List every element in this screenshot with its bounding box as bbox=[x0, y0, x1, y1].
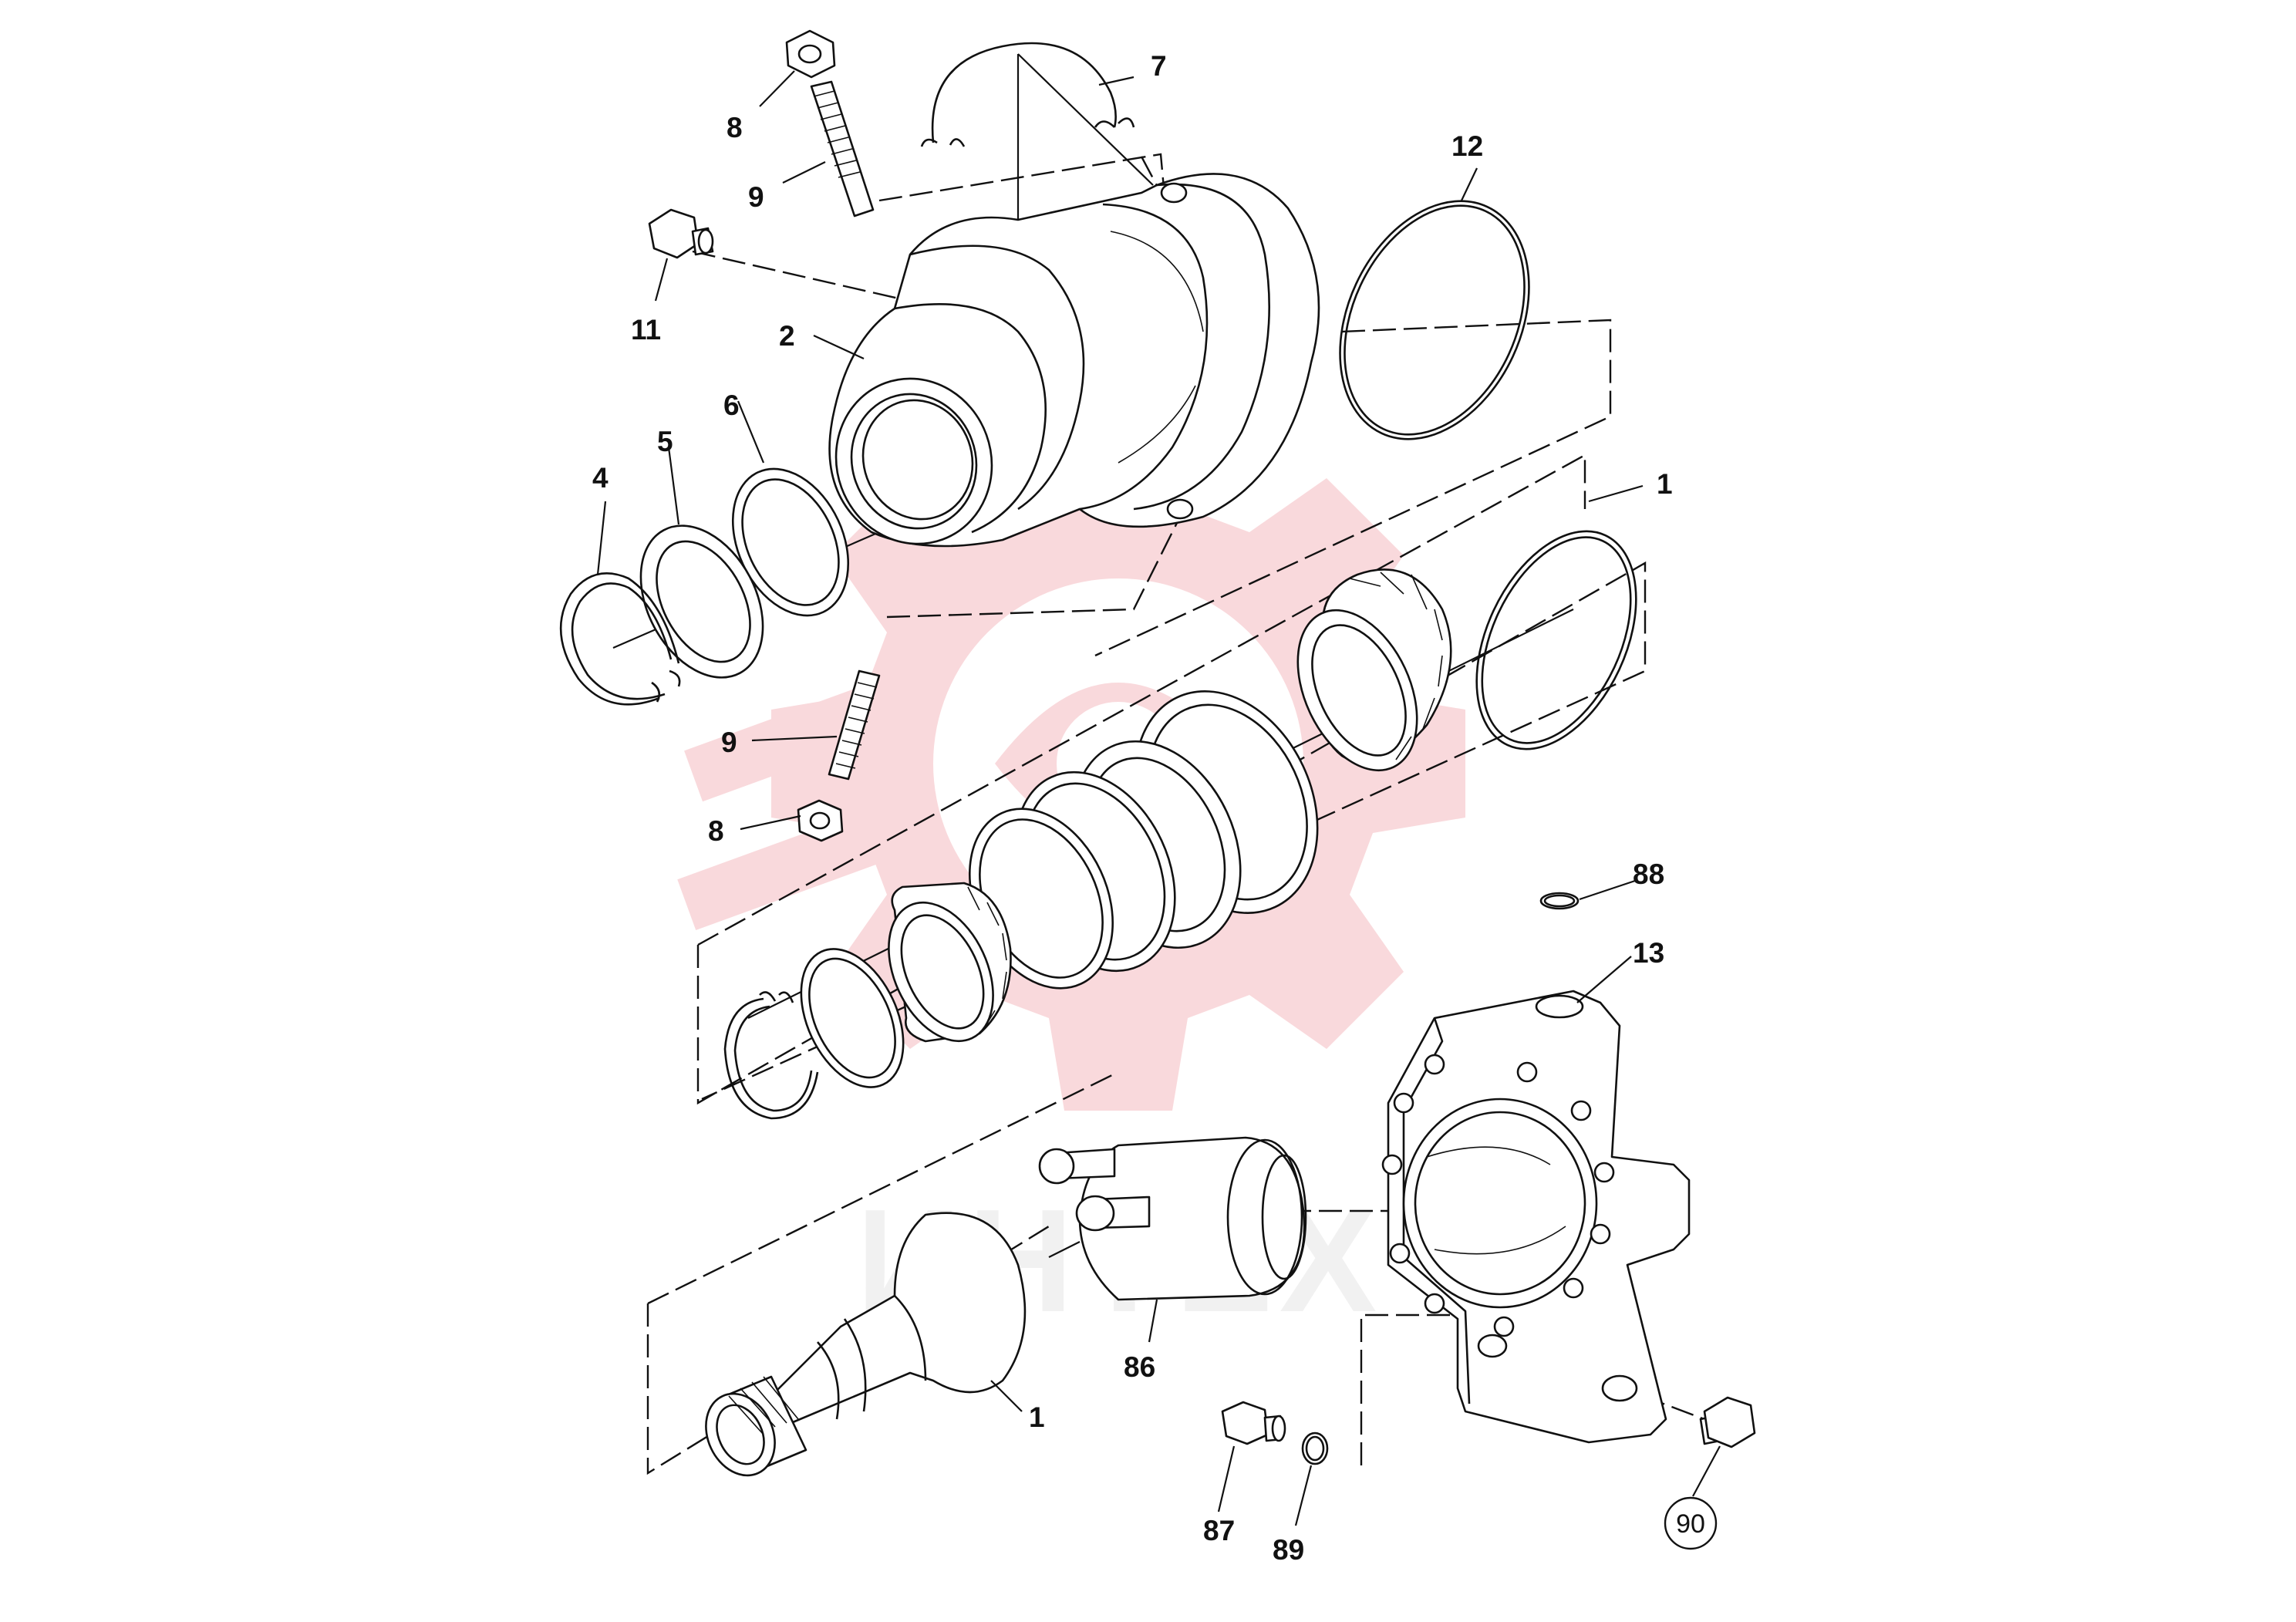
frame-upper-right bbox=[1094, 319, 1612, 657]
bearing-stack bbox=[723, 530, 1637, 1120]
leader-lines bbox=[596, 70, 1721, 1526]
callout-86: 86 bbox=[1124, 1351, 1155, 1383]
frame-middle-box bbox=[696, 561, 1647, 1105]
axis-pin bbox=[1048, 1241, 1081, 1258]
ring-middle-left bbox=[800, 948, 905, 1088]
callout-6: 6 bbox=[723, 389, 740, 421]
callout-88: 88 bbox=[1633, 858, 1664, 890]
plug-part-87 bbox=[1221, 1401, 1286, 1445]
leader-6 bbox=[737, 400, 765, 464]
leader-87 bbox=[1217, 1445, 1236, 1512]
leader-86 bbox=[1148, 1299, 1158, 1343]
axle-housing-part-13 bbox=[1381, 990, 1691, 1444]
wire-clip-part-7 bbox=[920, 42, 1135, 147]
leader-13 bbox=[1576, 956, 1632, 1003]
snap-ring-middle-left bbox=[723, 991, 819, 1120]
o-ring-part-89 bbox=[1301, 1431, 1329, 1465]
stud-part-9-bottom bbox=[828, 669, 881, 781]
washer-part-5 bbox=[639, 524, 764, 679]
leader-12 bbox=[1461, 167, 1478, 201]
plug-part-90 bbox=[1699, 1396, 1756, 1448]
callout-labels: 8 9 7 12 11 2 6 5 4 1 9 8 88 13 86 1 87 … bbox=[592, 50, 1718, 1566]
tapered-bearing-right bbox=[1296, 568, 1452, 772]
leader-90 bbox=[1692, 1445, 1721, 1497]
leader-11 bbox=[654, 258, 669, 302]
o-ring-middle bbox=[1475, 530, 1637, 750]
frame-lower-top bbox=[647, 1071, 1119, 1305]
callout-9-bottom: 9 bbox=[721, 727, 737, 758]
callout-11: 11 bbox=[631, 314, 661, 346]
snap-ring-part-4 bbox=[559, 572, 681, 706]
callout-12: 12 bbox=[1451, 130, 1483, 162]
bearing-housing-part-2 bbox=[828, 173, 1320, 548]
o-ring-part-12 bbox=[1339, 200, 1530, 440]
leader-7 bbox=[1098, 76, 1135, 86]
callout-1-top: 1 bbox=[1657, 468, 1673, 500]
callout-8-bottom: 8 bbox=[708, 815, 724, 847]
stud-part-9-top bbox=[810, 80, 875, 218]
callout-5: 5 bbox=[657, 426, 673, 457]
leader-88 bbox=[1579, 879, 1636, 901]
axis-stud-bot bbox=[886, 508, 1185, 619]
motor-part-86 bbox=[1038, 1136, 1307, 1301]
axis-stud-top bbox=[878, 153, 1166, 202]
leader-8-top bbox=[759, 70, 795, 107]
leader-2 bbox=[813, 335, 865, 359]
leader-9-top bbox=[782, 161, 826, 184]
axle-shaft-part-1 bbox=[705, 1212, 1027, 1477]
leader-4 bbox=[596, 501, 607, 575]
nut-part-8-bottom bbox=[797, 799, 844, 842]
callout-2: 2 bbox=[779, 320, 795, 352]
ring-part-6 bbox=[731, 467, 850, 617]
callout-90-circled: 90 bbox=[1664, 1496, 1718, 1550]
o-ring-part-88 bbox=[1539, 892, 1580, 910]
callout-90: 90 bbox=[1676, 1509, 1705, 1539]
callout-87: 87 bbox=[1203, 1515, 1235, 1546]
leader-89 bbox=[1294, 1465, 1313, 1526]
axis-plug-11 bbox=[692, 250, 1011, 325]
nut-part-8-top bbox=[785, 29, 836, 79]
plug-part-11 bbox=[648, 208, 714, 259]
callout-7: 7 bbox=[1151, 50, 1167, 82]
callout-8-top: 8 bbox=[727, 112, 743, 143]
callout-9-top: 9 bbox=[748, 181, 764, 213]
leader-9-bot bbox=[751, 735, 838, 742]
frame-middle-top bbox=[697, 453, 1586, 946]
leader-5 bbox=[667, 447, 680, 525]
callout-13: 13 bbox=[1633, 937, 1664, 969]
tapered-bearing-left bbox=[888, 882, 1012, 1043]
callout-1-bottom: 1 bbox=[1029, 1401, 1045, 1433]
leader-8-bot bbox=[740, 814, 801, 831]
axis-clip-7b bbox=[1017, 53, 1154, 186]
callout-4: 4 bbox=[592, 462, 609, 494]
callout-89: 89 bbox=[1273, 1534, 1304, 1566]
leader-1-bot bbox=[990, 1380, 1023, 1412]
leader-1-top bbox=[1588, 484, 1644, 503]
